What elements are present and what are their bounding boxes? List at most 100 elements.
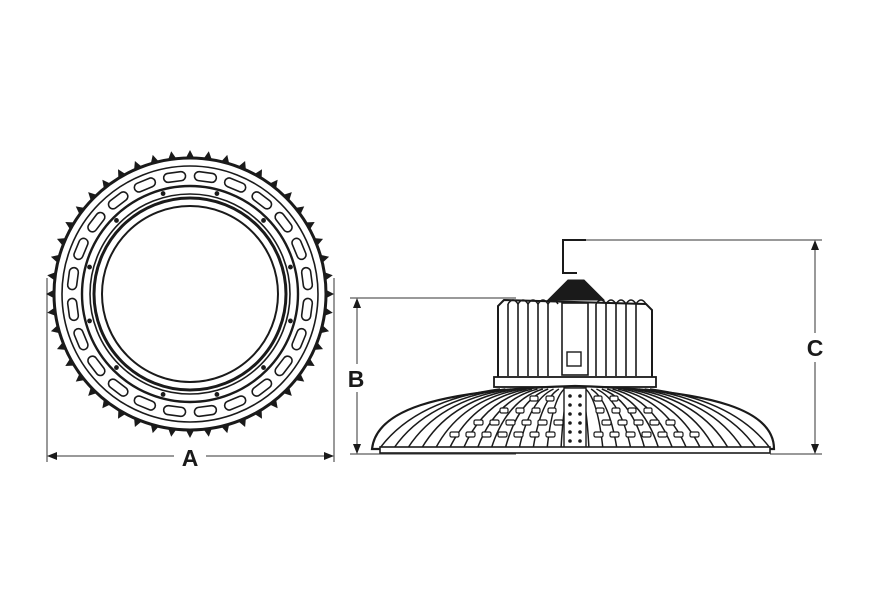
vent-slot <box>291 237 307 261</box>
dome-fin <box>421 388 517 449</box>
dome-fin <box>448 388 527 449</box>
dome-slot <box>595 407 605 414</box>
dome-slot <box>497 431 508 438</box>
dimension-c <box>586 239 822 455</box>
dome-fin <box>435 388 522 449</box>
spine-hole <box>568 421 572 425</box>
vent-slot <box>223 395 247 411</box>
vent-slot <box>274 211 293 233</box>
dome-fin <box>606 388 660 449</box>
lens <box>101 205 279 383</box>
dome-fin <box>462 388 533 449</box>
dome-slot <box>611 407 621 414</box>
dome-fin <box>379 388 501 449</box>
mounting-lug <box>87 264 92 270</box>
dome-slot <box>689 431 700 438</box>
dome-slot <box>609 431 620 438</box>
dimension-a <box>46 278 335 462</box>
dome-fin <box>617 388 688 449</box>
dome-fin <box>590 388 618 449</box>
vent-slot <box>66 266 80 291</box>
vent-slot <box>300 297 314 322</box>
outer-rim <box>52 156 328 432</box>
vent-slot <box>87 355 106 377</box>
dome-fin <box>649 388 771 449</box>
lens-ring <box>92 196 288 392</box>
outer-rim-inner <box>61 165 319 423</box>
dome-slot <box>547 407 557 414</box>
dome-slot <box>601 419 612 426</box>
dome-slot <box>513 431 524 438</box>
spine-hole <box>578 403 582 407</box>
mounting-lug <box>288 318 293 324</box>
spine-hole <box>568 403 572 407</box>
dome-fin <box>532 388 560 449</box>
vent-slot <box>162 404 187 418</box>
dome-fin <box>407 388 511 449</box>
dome-slot <box>673 431 684 438</box>
vent-slot <box>107 378 129 397</box>
spine-hole <box>578 439 582 443</box>
dome-slot <box>593 431 604 438</box>
spine-holes <box>568 394 582 443</box>
dome-slot <box>625 431 636 438</box>
vent-slot <box>66 297 80 322</box>
vent-slot <box>73 327 89 351</box>
bottom-lip <box>379 446 771 454</box>
front-view-ring <box>46 150 334 438</box>
dome-fin <box>490 388 544 449</box>
spine-hole <box>568 430 572 434</box>
dome-slot <box>499 407 509 414</box>
vent-slot <box>73 237 89 261</box>
dome-slot <box>641 431 652 438</box>
spine-hole <box>578 421 582 425</box>
dome-slot <box>505 419 516 426</box>
housing-fin-cap <box>635 299 647 305</box>
dome-slot <box>529 395 539 402</box>
dimension-a-label: A <box>182 445 199 471</box>
housing-fins <box>507 299 647 376</box>
housing-fin-cap <box>527 299 539 305</box>
dome-slot <box>545 431 556 438</box>
dome-slot <box>515 407 525 414</box>
dimension-b-label: B <box>348 366 365 392</box>
spine-hole <box>568 412 572 416</box>
vent-slot <box>251 191 273 210</box>
mounting-lug <box>261 218 266 223</box>
dome-slot <box>643 407 653 414</box>
dome-slot <box>473 419 484 426</box>
dome-slot <box>617 419 628 426</box>
mounting-lug <box>114 365 119 370</box>
dome-slot <box>465 431 476 438</box>
middle-ring <box>80 184 300 404</box>
side-view <box>370 239 776 454</box>
dome-slot <box>537 419 548 426</box>
vent-slot <box>193 404 218 418</box>
hook-mount <box>546 279 606 301</box>
housing-fin-cap <box>537 299 549 305</box>
dome-fin <box>623 388 702 449</box>
housing-fin-cap <box>625 299 637 305</box>
dome-fin <box>633 388 729 449</box>
vent-slot <box>193 170 218 184</box>
vent-slot <box>162 170 187 184</box>
dome-slot <box>481 431 492 438</box>
housing-fin-cap <box>615 299 627 305</box>
dome-slot <box>489 419 500 426</box>
heat-sink-slots <box>449 395 700 438</box>
vent-slots <box>66 170 314 418</box>
hanging-hook <box>562 239 586 274</box>
dome-fin <box>628 388 715 449</box>
dome-fin <box>393 388 506 449</box>
mounting-lug <box>261 365 266 370</box>
mounting-lug <box>87 318 92 324</box>
housing-fin-cap <box>507 299 519 305</box>
spine-hole <box>578 430 582 434</box>
dome-slot <box>609 395 619 402</box>
center-spine <box>563 387 587 451</box>
dimension-b <box>350 297 516 455</box>
mounting-lug <box>160 191 166 196</box>
dome-fin <box>639 388 743 449</box>
vent-slot <box>107 191 129 210</box>
